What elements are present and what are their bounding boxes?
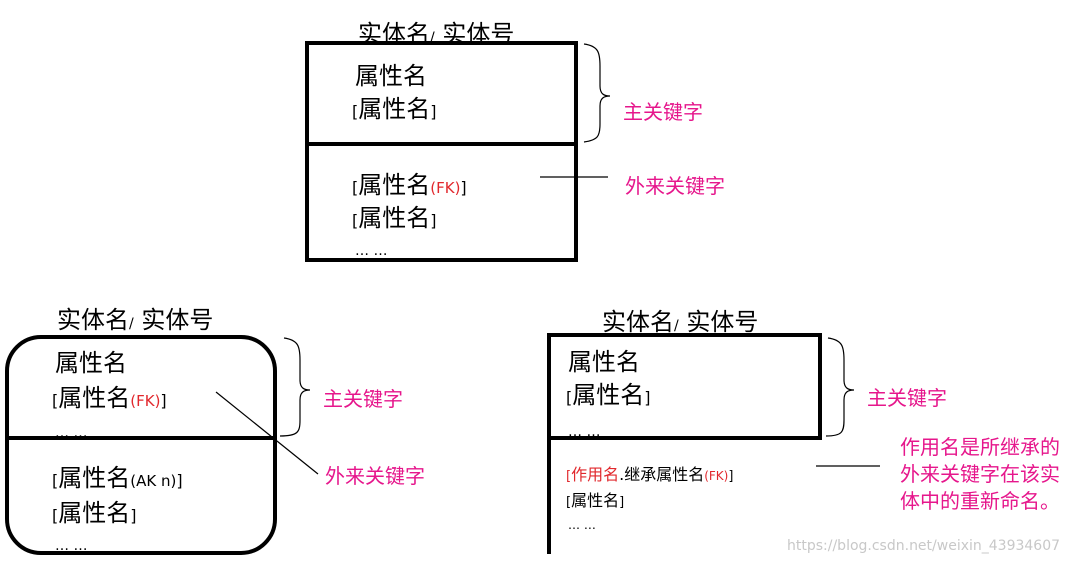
pk-fk-attribute: [属性名(FK)] bbox=[52, 384, 167, 412]
pk-ellipsis: … … bbox=[568, 424, 601, 440]
dependent-entity-box bbox=[5, 335, 277, 555]
nonkey-ellipsis: … … bbox=[568, 518, 596, 532]
entity-divider-left bbox=[5, 436, 277, 440]
entity-title-left: 实体名/ 实体号 bbox=[57, 306, 214, 334]
entity-box-right-top bbox=[547, 333, 822, 337]
ak-attribute: [属性名(AK n)] bbox=[52, 464, 183, 492]
role-name-note: 作用名是所继承的外来关键字在该实体中的重新命名。 bbox=[900, 435, 1060, 513]
pk-attribute-optional: [属性名] bbox=[352, 95, 437, 123]
entity-divider-right bbox=[547, 436, 822, 440]
pk-attribute: 属性名 bbox=[568, 348, 640, 376]
entity-title-right: 实体名/ 实体号 bbox=[602, 308, 759, 336]
watermark: https://blog.csdn.net/weixin_43934607 bbox=[787, 538, 1061, 554]
nonkey-attribute: [属性名] bbox=[52, 499, 137, 527]
brace-left bbox=[279, 337, 311, 437]
entity-box-right-side bbox=[818, 333, 822, 440]
pk-attribute: 属性名 bbox=[355, 62, 427, 90]
pk-ellipsis: … … bbox=[55, 425, 88, 441]
leader-fk-left bbox=[215, 391, 319, 475]
nonkey-attribute: [属性名] bbox=[352, 204, 437, 232]
foreign-key-label-left: 外来关键字 bbox=[325, 464, 425, 488]
brace-top bbox=[583, 43, 611, 143]
entity-divider-top bbox=[305, 142, 578, 146]
role-fk-attribute: [作用名.继承属性名(FK)] bbox=[566, 465, 734, 484]
entity-box-top bbox=[305, 41, 578, 262]
pk-ellipsis: … … bbox=[355, 130, 388, 146]
nonkey-ellipsis: … … bbox=[355, 243, 388, 259]
primary-key-label-top: 主关键字 bbox=[623, 100, 703, 124]
fk-attribute: [属性名(FK)] bbox=[352, 171, 467, 199]
nonkey-ellipsis: … … bbox=[55, 538, 88, 554]
foreign-key-label-top: 外来关键字 bbox=[625, 174, 725, 198]
nonkey-attribute: [属性名] bbox=[566, 491, 625, 510]
pk-attribute: 属性名 bbox=[55, 349, 127, 377]
entity-box-right-left bbox=[547, 333, 551, 554]
pk-attribute-optional: [属性名] bbox=[566, 381, 651, 409]
primary-key-label-left: 主关键字 bbox=[323, 387, 403, 411]
brace-right bbox=[825, 337, 855, 437]
primary-key-label-right: 主关键字 bbox=[867, 386, 947, 410]
